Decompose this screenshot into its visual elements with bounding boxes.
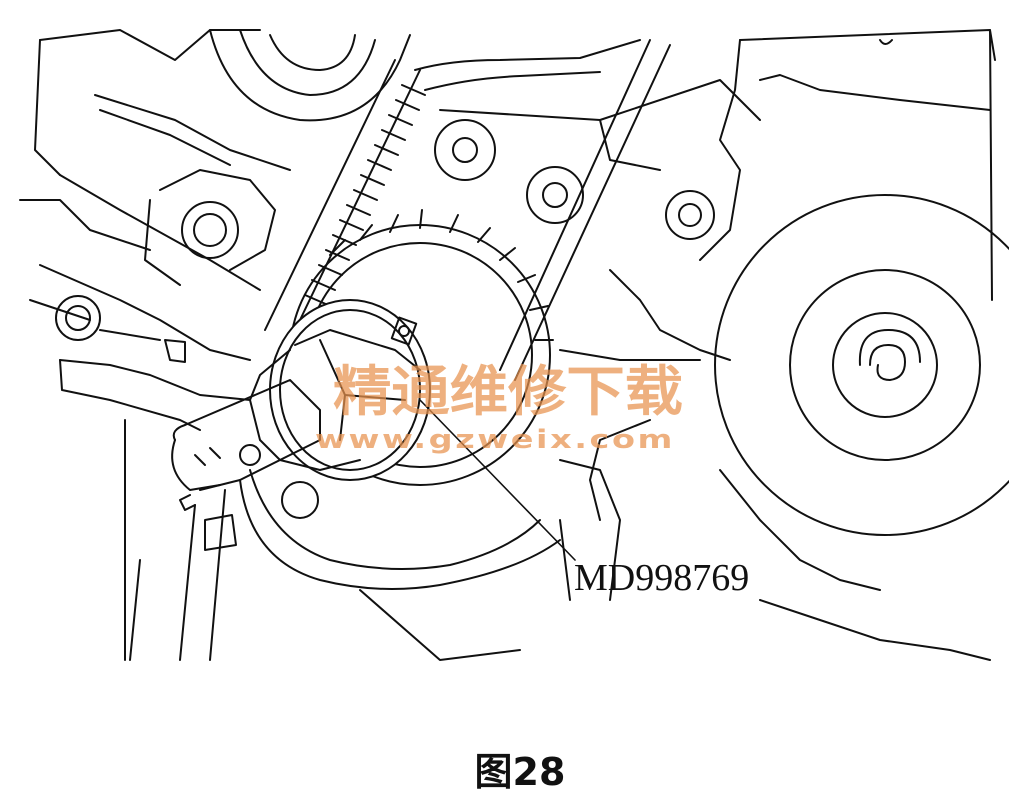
crank-pulley [715, 195, 1009, 590]
watermark-chinese: 精通维修下载 [333, 359, 683, 423]
camshaft-sprocket [210, 30, 410, 120]
leader-line [420, 400, 575, 560]
timing-belt-left [265, 60, 425, 330]
breaker-bar [172, 380, 320, 660]
part-label: MD998769 [574, 557, 749, 599]
special-tool [250, 300, 430, 480]
timing-belt-right [415, 40, 670, 380]
engine-cover-right [560, 30, 995, 660]
watermark-url: www.gzweix.com [315, 425, 675, 455]
engine-block-lower [125, 420, 570, 660]
crankshaft-sprocket [290, 210, 553, 485]
figure-caption: 图28 [475, 750, 566, 794]
idler-pulleys [435, 80, 760, 239]
engine-block-left [20, 30, 290, 430]
